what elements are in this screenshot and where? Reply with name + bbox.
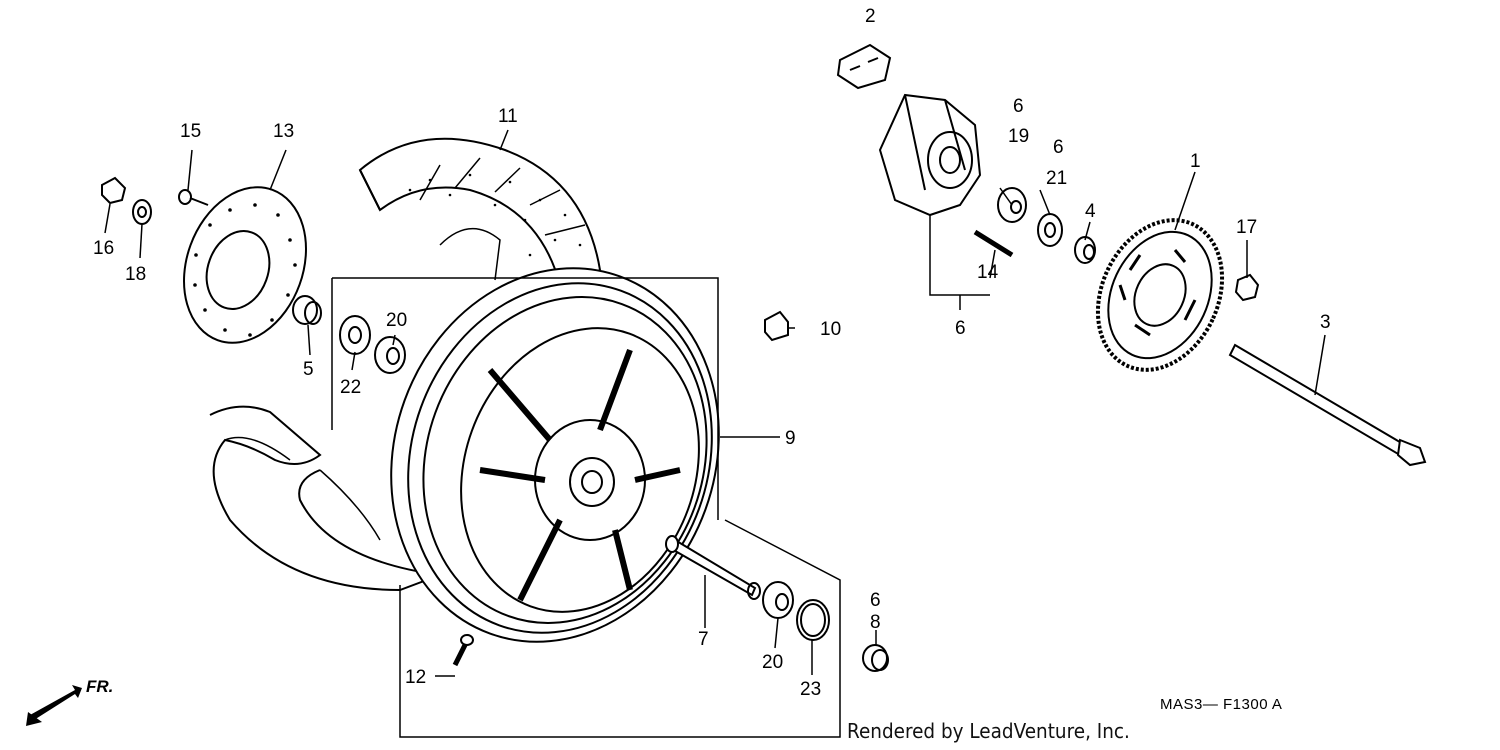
callout-14: 14 xyxy=(977,262,999,283)
callout-15: 15 xyxy=(180,121,201,142)
driven-flange xyxy=(878,93,982,217)
callout-13: 13 xyxy=(273,121,294,142)
callout-3: 3 xyxy=(1320,312,1331,333)
tire-lower xyxy=(209,405,441,592)
damper-rubber xyxy=(836,43,892,90)
collar-5 xyxy=(292,295,322,325)
valve-stem xyxy=(452,633,474,667)
rear-axle xyxy=(1228,343,1427,467)
callout-6-upper: 6 xyxy=(1013,96,1024,117)
callout-labels: 1 2 3 4 5 6 6 6 6 7 8 9 10 11 12 13 14 1… xyxy=(86,6,1331,700)
callout-4: 4 xyxy=(1085,201,1096,222)
dust-seal xyxy=(796,599,830,641)
callout-17: 17 xyxy=(1236,217,1257,238)
distance-collar xyxy=(665,535,761,600)
nut-17 xyxy=(1234,273,1260,302)
callout-1: 1 xyxy=(1190,151,1201,172)
balance-weight xyxy=(764,310,789,342)
callout-21: 21 xyxy=(1046,168,1067,189)
side-collar xyxy=(862,644,889,672)
bearing-20-lower xyxy=(762,581,794,619)
callout-9: 9 xyxy=(785,428,796,449)
bearing-22 xyxy=(339,315,371,355)
callout-5: 5 xyxy=(303,359,314,380)
oil-seal-21 xyxy=(1037,213,1063,247)
front-direction-arrow xyxy=(26,685,82,726)
callout-19: 19 xyxy=(1008,126,1029,147)
bearing-20-upper xyxy=(374,336,406,374)
stud-bolt-14 xyxy=(973,229,1014,258)
callout-20-upper: 20 xyxy=(386,310,407,331)
callout-8: 8 xyxy=(870,612,881,633)
callout-12: 12 xyxy=(405,667,426,688)
callout-6-flange: 6 xyxy=(955,318,966,339)
callout-6-right: 6 xyxy=(1053,137,1064,158)
bolt-15 xyxy=(178,189,209,206)
figure-code: MAS3— F1300 A xyxy=(1160,696,1283,713)
tire-upper xyxy=(358,137,602,287)
leader-lines xyxy=(104,129,1326,738)
callout-23: 23 xyxy=(800,679,821,700)
rear-wheel-rim xyxy=(390,267,720,643)
driven-sprocket xyxy=(1095,218,1225,372)
front-direction-label: FR. xyxy=(86,677,113,696)
callout-18: 18 xyxy=(125,264,146,285)
callout-16: 16 xyxy=(93,238,114,259)
callout-6-lower: 6 xyxy=(870,590,881,611)
callout-11: 11 xyxy=(498,106,518,127)
nut-16 xyxy=(101,176,127,205)
brake-disc xyxy=(183,186,307,344)
callout-2: 2 xyxy=(865,6,876,27)
callout-10: 10 xyxy=(820,319,841,340)
callout-7: 7 xyxy=(698,629,709,650)
render-credit: Rendered by LeadVenture, Inc. xyxy=(847,719,1130,743)
collar-4 xyxy=(1074,236,1096,264)
washer-18 xyxy=(132,199,152,225)
callout-22: 22 xyxy=(340,377,361,398)
callout-20-lower: 20 xyxy=(762,652,783,673)
